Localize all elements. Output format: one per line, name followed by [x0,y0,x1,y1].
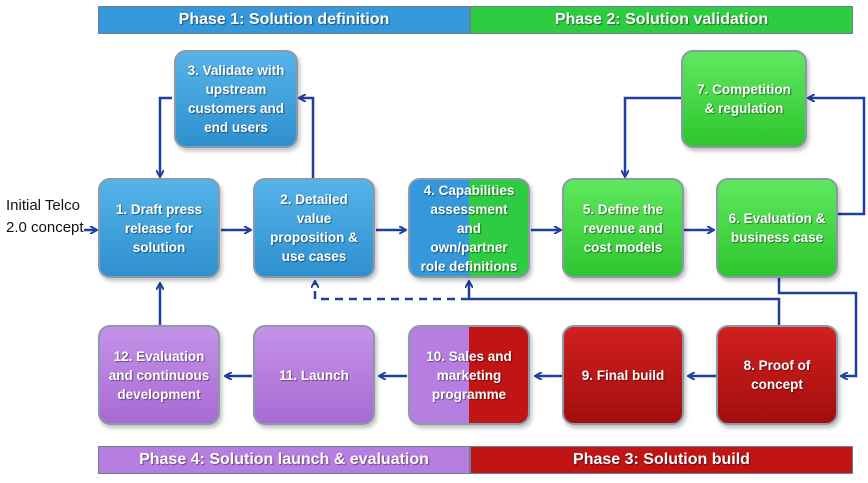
phase-4-banner: Phase 4: Solution launch & evaluation [98,446,470,474]
step-9-box: 9. Final build [562,325,684,425]
step-12-box: 12. Evaluation and continuous developmen… [98,325,220,425]
arrow-3-to-1 [160,96,172,176]
step-6-box: 6. Evaluation & business case [716,178,838,278]
step-4-box: 4. Capabilities assessment and own/partn… [408,178,530,278]
step-1-box: 1. Draft press release for solution [98,178,220,278]
step-5-box: 5. Define the revenue and cost models [562,178,684,278]
arrow-6-to-7 [809,98,866,216]
arrow-8-to-4 [469,282,781,325]
phase-1-banner: Phase 1: Solution definition [98,6,470,34]
phase-2-banner: Phase 2: Solution validation [470,6,853,34]
phase-3-banner: Phase 3: Solution build [470,446,853,474]
step-8-box: 8. Proof of concept [716,325,838,425]
arrow-4-to-2-dashed [315,282,469,301]
step-11-box: 11. Launch [253,325,375,425]
arrow-2-to-3 [300,98,315,178]
step-7-box: 7. Competition & regulation [681,50,807,148]
step-10-box: 10. Sales and marketing programme [408,325,530,425]
initial-concept-label: Initial Telco 2.0 concept [6,197,84,236]
step-2-box: 2. Detailed value proposition & use case… [253,178,375,278]
step-3-box: 3. Validate with upstream customers and … [174,50,298,148]
arrow-6-to-8 [777,278,858,376]
arrow-7-to-5 [625,96,681,176]
